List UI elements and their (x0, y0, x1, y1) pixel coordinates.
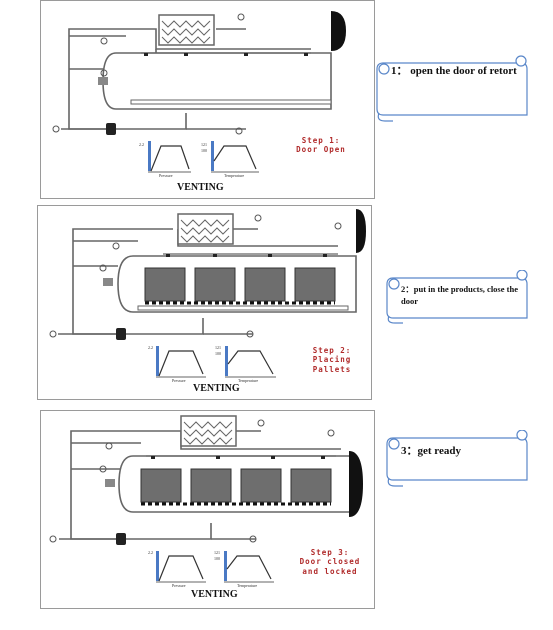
temperature-chart-2 (225, 346, 276, 378)
temp-mid-label: 100 (214, 556, 220, 561)
step-caption-line1: Step 2: (312, 346, 352, 355)
step-caption: Step 1: Door Open (286, 136, 356, 155)
retort-door-2 (356, 209, 366, 253)
retort-diagram-3 (49, 415, 363, 583)
step-2-panel: 2.2 121 100 Pressure Temperature VENTING… (37, 205, 372, 400)
temp-max-label: 121 (201, 142, 207, 147)
retort-diagram-2 (49, 209, 366, 378)
note-text: 1： open the door of retort (391, 65, 517, 77)
step-1-panel: 2.2 121 100 Pressure Temperature VENTING… (40, 0, 375, 199)
step-3-panel: 2.2 121 100 Pressure Temperature VENTING… (40, 410, 375, 609)
retort-door-open-1 (331, 11, 346, 51)
note-scroll-1: 1： open the door of retort (375, 55, 530, 125)
temp-max-label: 121 (215, 345, 221, 350)
pressure-max-label: 2.2 (148, 345, 153, 350)
pressure-max-label: 2.2 (148, 550, 153, 555)
step-caption-line2: Door Open (296, 145, 346, 155)
temp-mid-label: 100 (215, 351, 221, 356)
venting-label: VENTING (193, 383, 240, 394)
step-caption-line1: Step 3: (310, 548, 350, 557)
step-caption: Step 3: Door closed and locked (293, 548, 367, 576)
temperature-chart-3 (224, 551, 274, 583)
temp-max-label: 121 (214, 550, 220, 555)
heat-exchanger-1 (158, 14, 215, 46)
pallets-2 (144, 267, 336, 305)
step-caption: Step 2: Placing Pallets (300, 346, 364, 374)
pallets-3 (140, 468, 332, 506)
retort-door-locked-3 (349, 451, 363, 517)
pressure-chart-1 (148, 141, 191, 173)
temperature-chart-1 (211, 141, 259, 173)
temp-mid-label: 100 (201, 148, 207, 153)
pressure-max-label: 2.2 (139, 142, 144, 147)
step-caption-line3: and locked (302, 566, 358, 576)
temperature-axis-label: Temperature (224, 173, 245, 178)
retort-diagram-1 (52, 11, 346, 173)
temperature-axis-label: Temperature (238, 378, 259, 383)
pressure-chart-3 (156, 551, 206, 583)
venting-label: VENTING (191, 589, 238, 600)
pressure-axis-label: Pressure (172, 583, 186, 588)
pressure-chart-2 (156, 346, 206, 378)
step-caption-line3: Pallets (312, 364, 352, 374)
pressure-axis-label: Pressure (172, 378, 186, 383)
step-caption-line2: Placing (312, 355, 352, 365)
venting-label: VENTING (177, 182, 224, 193)
temperature-axis-label: Temperature (237, 583, 258, 588)
note-scroll-2: 2：put in the products, close the door (385, 270, 530, 325)
step-caption-line2: Door closed (299, 557, 361, 567)
note-scroll-3: 3：get ready (385, 430, 530, 488)
pressure-axis-label: Pressure (159, 173, 173, 178)
note-text: 3：get ready (401, 445, 461, 457)
note-text: 2：put in the products, close the door (401, 284, 518, 307)
step-caption-line1: Step 1: (301, 136, 341, 145)
